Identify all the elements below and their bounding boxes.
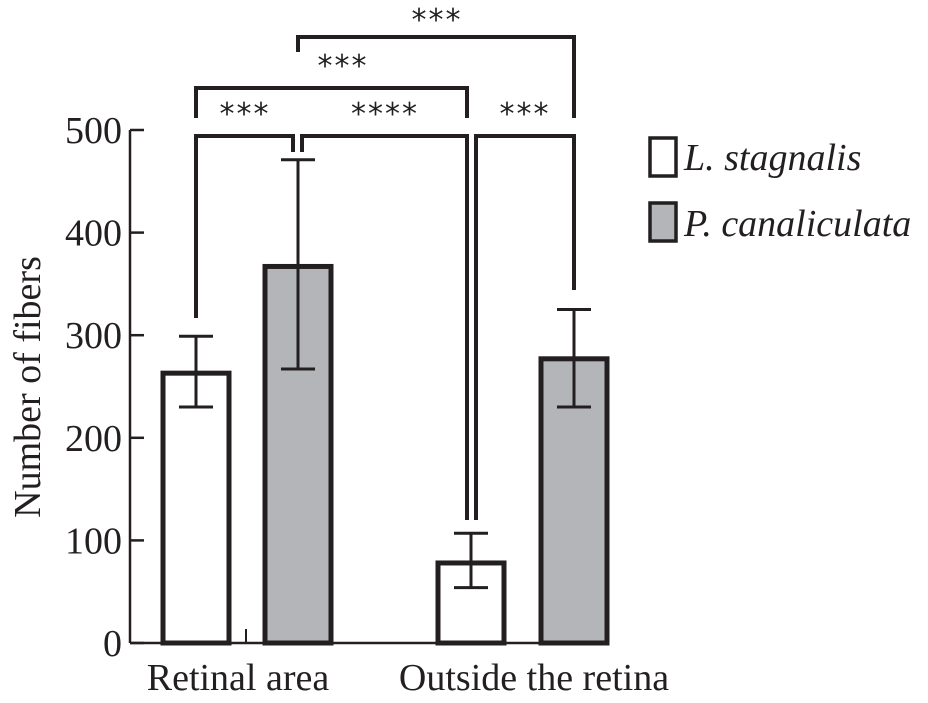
significance-bracket: [194, 86, 469, 118]
significance-label: ***: [412, 3, 463, 38]
y-tick-label: 100: [65, 520, 122, 562]
bar: [160, 370, 232, 646]
significance-label: ***: [318, 49, 369, 84]
y-tick-label: 0: [103, 623, 122, 665]
axes: 0 100 200 300 400 500: [65, 110, 597, 665]
significance-bracket: [194, 134, 295, 318]
legend-label: P. canaliculata: [683, 203, 911, 245]
significance-label: ***: [500, 97, 551, 132]
significance-brackets: ****************: [194, 3, 576, 520]
x-category-label: Outside the retina: [399, 657, 669, 699]
legend-label: L. stagnalis: [683, 137, 861, 179]
significance-label: ****: [351, 97, 419, 132]
y-tick-label: 300: [65, 315, 122, 357]
legend-swatch: [648, 136, 678, 178]
y-tick-label: 400: [65, 213, 122, 255]
x-category-label: Retinal area: [147, 657, 330, 699]
y-tick-label: 500: [65, 110, 122, 152]
significance-label: ***: [220, 97, 271, 132]
bars: [160, 158, 610, 646]
y-tick-label: 200: [65, 418, 122, 460]
legend: [648, 136, 678, 243]
significance-bracket: [474, 134, 576, 520]
legend-swatch: [648, 201, 678, 243]
y-axis-title: Number of fibers: [7, 256, 49, 518]
significance-bracket: [296, 35, 576, 118]
significance-bracket: [300, 134, 469, 520]
